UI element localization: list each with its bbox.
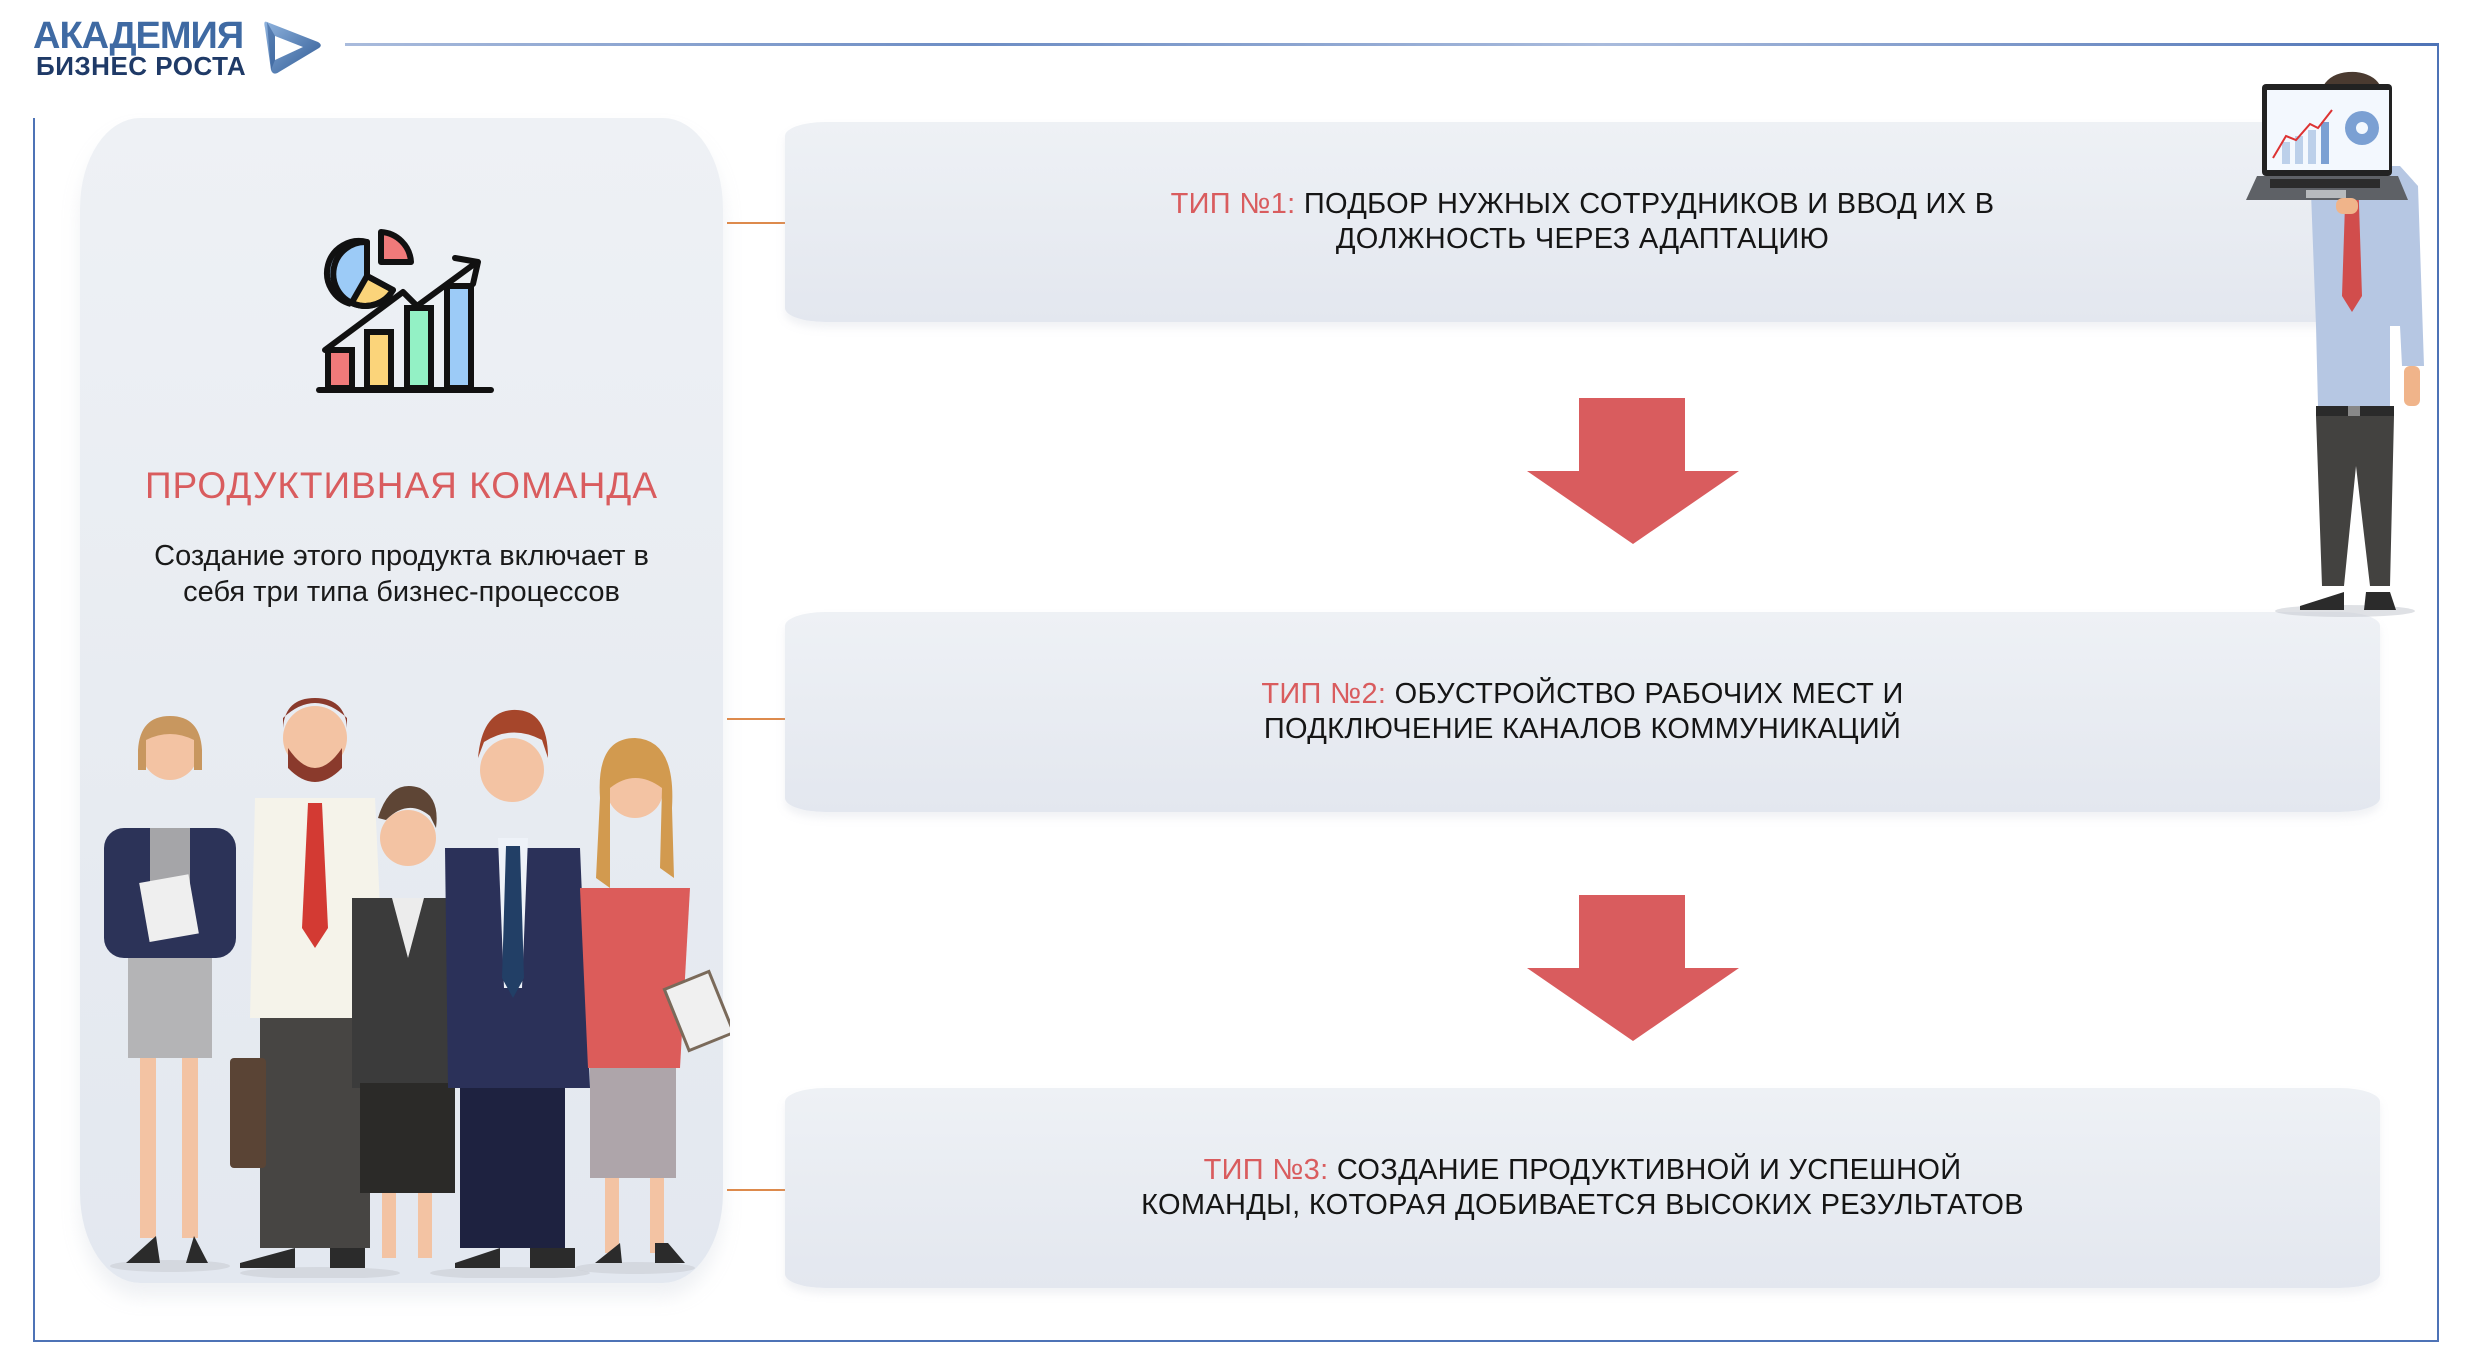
step-card-2-text: ТИП №2: ОБУСТРОЙСТВО РАБОЧИХ МЕСТ И ПОДК…: [1261, 677, 1903, 747]
connector-line-1: [727, 222, 785, 224]
step-2-line-1: ОБУСТРОЙСТВО РАБОЧИХ МЕСТ И: [1394, 678, 1904, 710]
play-triangle-icon: [264, 21, 321, 74]
step-3-line-1: СОЗДАНИЕ ПРОДУКТИВНОЙ И УСПЕШНОЙ: [1336, 1154, 1962, 1186]
step-3-line-2: КОМАНДЫ, КОТОРАЯ ДОБИВАЕТСЯ ВЫСОКИХ РЕЗУ…: [1141, 1189, 2024, 1221]
logo-line-2: БИЗНЕС РОСТА: [36, 51, 247, 81]
frame-left-line: [33, 118, 35, 1342]
step-1-line-2: ДОЛЖНОСТЬ ЧЕРЕЗ АДАПТАЦИЮ: [1335, 223, 1830, 255]
panel-description-line-1: Создание этого продукта включает в: [154, 540, 649, 572]
step-card-1: ТИП №1: ПОДБОР НУЖНЫХ СОТРУДНИКОВ И ВВОД…: [785, 122, 2380, 322]
logo-line-1: АКАДЕМИЯ: [33, 15, 244, 57]
frame-right-line: [2437, 44, 2439, 1342]
panel-title: ПРОДУКТИВНАЯ КОМАНДА: [144, 465, 659, 506]
business-team-illustration: [104, 698, 730, 1278]
frame-top-line: [345, 43, 2439, 46]
connector-line-2: [727, 718, 785, 720]
arrow-down-icon: [1527, 398, 1739, 544]
connector-line-3: [727, 1189, 785, 1191]
company-logo: АКАДЕМИЯ БИЗНЕС РОСТА: [33, 16, 323, 80]
analytics-chart-icon: [316, 229, 494, 393]
step-2-label: ТИП №2:: [1261, 678, 1387, 710]
step-card-3-text: ТИП №3: СОЗДАНИЕ ПРОДУКТИВНОЙ И УСПЕШНОЙ…: [1141, 1153, 2024, 1223]
step-card-1-text: ТИП №1: ПОДБОР НУЖНЫХ СОТРУДНИКОВ И ВВОД…: [1171, 187, 1995, 257]
frame-bottom-line: [33, 1340, 2439, 1342]
step-1-line-1: ПОДБОР НУЖНЫХ СОТРУДНИКОВ И ВВОД ИХ В: [1303, 188, 1995, 220]
arrow-down-icon: [1527, 895, 1739, 1041]
step-1-label: ТИП №1:: [1170, 188, 1296, 220]
step-card-2: ТИП №2: ОБУСТРОЙСТВО РАБОЧИХ МЕСТ И ПОДК…: [785, 612, 2380, 812]
businessman-with-laptop-illustration: [2246, 71, 2424, 617]
step-3-label: ТИП №3:: [1203, 1154, 1329, 1186]
step-card-3: ТИП №3: СОЗДАНИЕ ПРОДУКТИВНОЙ И УСПЕШНОЙ…: [785, 1088, 2380, 1288]
step-2-line-2: ПОДКЛЮЧЕНИЕ КАНАЛОВ КОММУНИКАЦИЙ: [1263, 713, 1902, 745]
panel-description: Создание этого продукта включает в себя …: [80, 538, 723, 610]
panel-description-line-2: себя три типа бизнес-процессов: [183, 576, 620, 608]
